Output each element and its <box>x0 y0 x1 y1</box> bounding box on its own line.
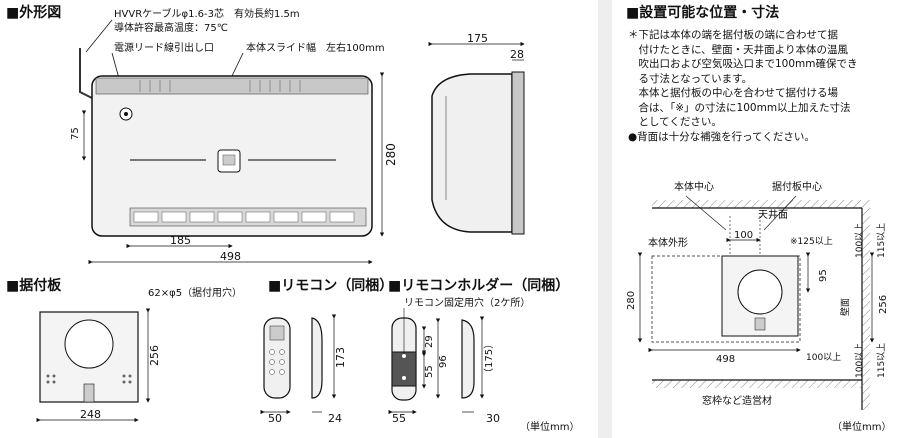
unit-front-view <box>91 75 373 237</box>
label-v115b: 115以上 <box>876 343 887 378</box>
label-100b: 100以上 <box>806 352 841 363</box>
label-outline: 本体外形 <box>648 236 688 249</box>
note-line-3: 吹出口および空気吸込口まで100mm確保でき <box>628 58 858 70</box>
dim-256: 256 <box>148 345 161 366</box>
dim-30: 30 <box>486 412 500 425</box>
holder-front <box>391 317 417 401</box>
dim-28: 28 <box>510 48 524 61</box>
label-280: 280 <box>626 291 637 310</box>
label-v100a: 100以上 <box>854 223 865 258</box>
dim-55v: 55 <box>424 365 435 378</box>
label-center-plate: 据付板中心 <box>772 180 822 193</box>
install-note: ＊下記は本体の端を据付板の端に合わせて据 付けたときに、壁面・天井面より本体の温… <box>628 28 896 144</box>
leader-cable <box>85 19 113 53</box>
dim-50: 50 <box>268 412 282 425</box>
dim-185: 185 <box>170 234 191 247</box>
note-line-5: 本体と据付板の中心を合わせて据付ける場 <box>628 87 838 99</box>
dim-96: 96 <box>438 355 449 368</box>
label-star125: ※125以上 <box>790 236 833 247</box>
remote-side <box>311 317 323 399</box>
plate-holes-label: 62×φ5（据付用穴） <box>148 286 242 299</box>
callout-temp: 導体許容最高温度：75℃ <box>114 21 228 34</box>
leader-slide <box>231 52 244 77</box>
title-install: ■設置可能な位置・寸法 <box>626 4 779 21</box>
title-holder: ■リモコンホルダー（同梱） <box>388 277 569 294</box>
label-v100b: 100以上 <box>854 343 865 378</box>
remote-front <box>263 317 291 399</box>
dim-75: 75 <box>70 127 81 140</box>
dim-173: 173 <box>334 347 347 368</box>
note-line-2: 付けたときに、壁面・天井面より本体の温風 <box>628 43 848 56</box>
label-95: 95 <box>818 269 829 282</box>
label-window: 窓枠など造営材 <box>702 394 772 407</box>
label-center-body: 本体中心 <box>674 180 714 193</box>
note-line-7: としてください。 <box>628 116 722 128</box>
label-wall: 壁面 <box>839 298 851 316</box>
unit-left: （単位mm） <box>520 420 579 433</box>
note-line-4: る寸法となっています。 <box>628 72 753 85</box>
label-100: 100 <box>734 230 753 241</box>
power-cable <box>79 48 93 99</box>
label-ceiling: 天井面 <box>758 208 788 221</box>
unit-right: （単位mm） <box>832 420 891 433</box>
note-line-1: ＊下記は本体の端を据付板の端に合わせて据 <box>628 29 838 41</box>
label-498: 498 <box>716 354 735 365</box>
dim-175p: （175） <box>483 339 495 378</box>
mounting-plate <box>39 311 139 403</box>
callout-slide: 本体スライド幅 左右100mm <box>246 41 385 54</box>
dim-175: 175 <box>467 32 488 45</box>
label-v115a: 115以上 <box>876 223 887 258</box>
dim-280: 280 <box>384 143 398 166</box>
title-plate: ■据付板 <box>6 277 62 294</box>
callout-cable: HVVRケーブルφ1.6-3芯 有効長約1.5m <box>114 7 300 20</box>
panel-divider <box>598 0 612 438</box>
holder-fix-holes: リモコン固定用穴（2ケ所） <box>404 296 530 309</box>
note-reinforce: ●背面は十分な補強を行ってください。 <box>628 130 815 143</box>
dim-55: 55 <box>392 412 406 425</box>
dim-498: 498 <box>220 250 241 263</box>
label-256: 256 <box>878 295 889 314</box>
title-outline: ■外形図 <box>6 4 61 21</box>
dim-248: 248 <box>80 408 101 421</box>
unit-side-view <box>431 71 525 235</box>
callout-lead: 電源リード線引出し口 <box>114 41 214 54</box>
note-line-6: 合は、「※」の寸法に100mm以上加えた寸法 <box>628 101 851 114</box>
title-remote: ■リモコン（同梱） <box>268 277 393 294</box>
install-diagram <box>651 195 870 410</box>
holder-side <box>461 319 475 399</box>
dim-24: 24 <box>328 412 342 425</box>
dim-29: 29 <box>424 335 435 348</box>
